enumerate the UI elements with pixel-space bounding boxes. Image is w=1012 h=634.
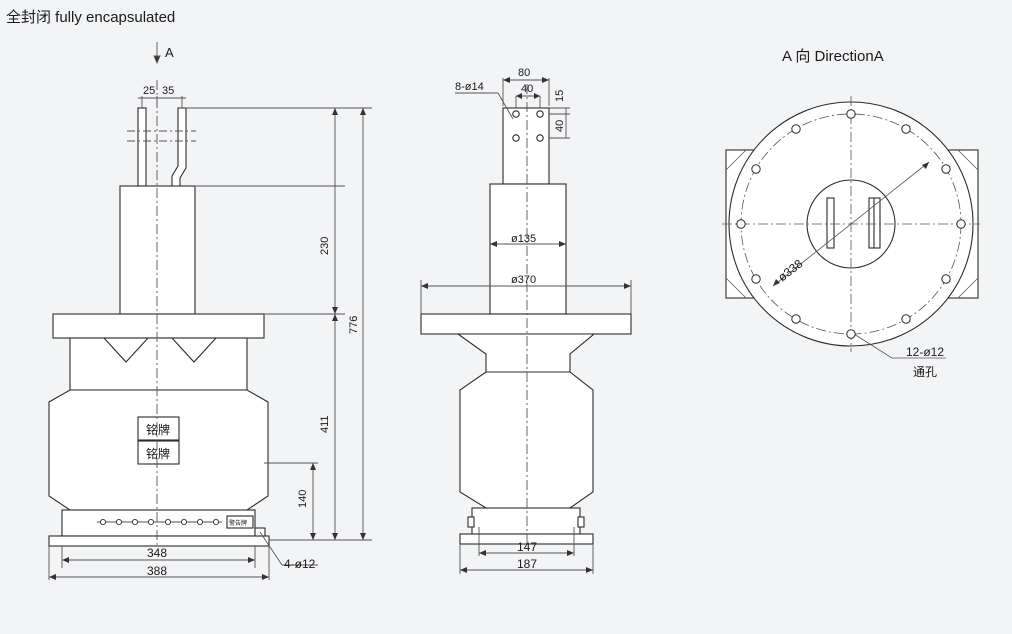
side-bolt-right [577,516,585,528]
leader-mount-holes [259,531,283,566]
side-view [420,107,632,545]
leader-flange-holes [853,333,893,359]
view-a-title: A 向 DirectionA [782,48,884,65]
dim-neck-dia: ø135 [511,233,536,245]
dim-hole-top: 15 [554,90,566,102]
side-dim-base-width: 187 [517,557,537,571]
dim-terminal-gap-right: 35 [162,85,174,97]
side-taper [456,333,596,373]
side-upper-body [489,183,567,315]
front-view [48,107,270,547]
terminal-hole [512,134,520,142]
side-dim-arrows [421,77,631,573]
view-a-terminal-left [826,197,835,249]
dim-flange-dia: ø370 [511,274,536,286]
side-base-plate [459,533,594,545]
dim-hole-spacing-h: 40 [521,83,533,95]
lower-band [61,509,256,537]
flange [52,313,265,339]
side-main-body [459,371,594,509]
dim-upper-height: 230 [319,237,331,255]
terminal-hole [512,110,520,118]
dim-mount-spacing: 348 [147,546,167,560]
base-plate [48,535,270,547]
transition-body [69,337,248,391]
dim-line-bolt-circle [772,161,930,287]
leader-terminal-holes [497,92,514,120]
view-arrow-head [153,55,161,65]
small-plate-label: 警告牌 [229,519,247,527]
dim-terminal-gap-left: 25 [143,85,155,97]
terminal-right [171,107,187,187]
drawing-title: 全封闭 fully encapsulated [6,8,175,26]
dim-total-height: 776 [348,316,360,334]
secondary-terminal-row [97,518,222,526]
flange-holes-label: 12-ø12 [906,345,944,359]
dim-base-height: 140 [297,490,309,508]
terminal-hole [536,110,544,118]
dim-base-width: 388 [147,564,167,578]
front-dim-arrows [49,108,366,580]
terminal-hole [536,134,544,142]
view-a-dim-arrows [773,162,929,286]
mount-holes-label: 4-ø12 [284,557,316,571]
dim-terminal-width: 80 [518,67,530,79]
small-plate-box [226,515,254,529]
v-shape-left [103,337,149,363]
v-shape-right [171,337,217,363]
side-dim-mount-spacing: 147 [517,540,537,554]
side-flange [420,313,632,335]
side-bolt-left [467,516,475,528]
flange-holes-note: 通孔 [913,365,937,379]
nameplate-box-1 [137,416,180,441]
nameplate-1-label: 铭牌 [146,422,170,437]
side-terminal-plate [502,107,550,185]
terminal-left [137,107,147,187]
view-a-bolt-holes [736,109,966,339]
view-arrow-label: A [165,45,174,60]
dim-hole-spacing-v: 40 [554,120,566,132]
nameplate-2-label: 铭牌 [146,446,170,461]
side-lower-band [471,507,581,535]
nameplate-box-2 [137,440,180,465]
dim-lower-height: 411 [319,415,331,433]
upper-body [119,185,196,315]
terminal-holes-label: 8-ø14 [455,81,484,93]
